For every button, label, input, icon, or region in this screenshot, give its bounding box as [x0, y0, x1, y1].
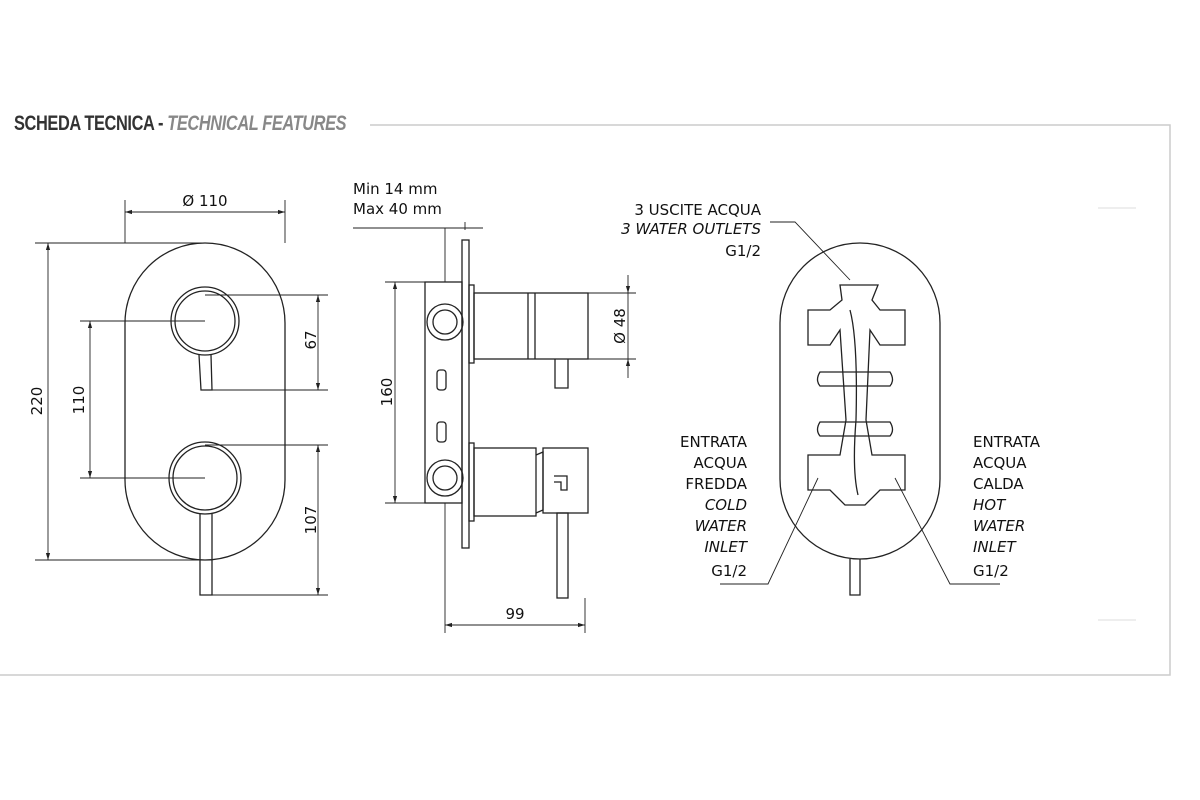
rear-view: 3 USCITE ACQUA 3 WATER OUTLETS G1/2 ENTR…	[621, 201, 1041, 596]
cold-line-7: G1/2	[711, 562, 747, 580]
cold-line-1: ENTRATA	[680, 433, 748, 451]
side-depth-label: 99	[505, 605, 524, 623]
cold-line-5: WATER	[695, 517, 747, 535]
front-view: Ø 110 220 110 67 107	[28, 192, 328, 596]
min-depth-label: Min 14 mm	[353, 180, 437, 198]
cold-inlet-label: ENTRATA ACQUA FREDDA COLD WATER INLET G1…	[680, 433, 749, 580]
hot-inlet-label: ENTRATA ACQUA CALDA HOT WATER INLET G1/2	[973, 433, 1041, 580]
hot-line-5: WATER	[973, 517, 1025, 535]
title-separator: -	[158, 112, 164, 135]
front-diameter-label: Ø 110	[182, 192, 227, 210]
hot-line-6: INLET	[973, 538, 1017, 556]
outlets-thread: G1/2	[725, 242, 761, 260]
outlets-label-en: 3 WATER OUTLETS	[621, 220, 761, 238]
bottom-dim-label: 107	[302, 506, 320, 535]
hot-line-1: ENTRATA	[973, 433, 1041, 451]
page-title: SCHEDA TECNICA - TECHNICAL FEATURES	[14, 112, 347, 136]
cold-line-6: INLET	[704, 538, 748, 556]
top-dim-label: 67	[302, 330, 320, 349]
hot-line-4: HOT	[973, 496, 1007, 514]
cold-line-4: COLD	[705, 496, 747, 514]
side-diameter-label: Ø 48	[611, 308, 629, 344]
hot-line-2: ACQUA	[973, 454, 1027, 472]
frame	[0, 124, 1171, 676]
cold-line-2: ACQUA	[693, 454, 747, 472]
hot-line-7: G1/2	[973, 562, 1009, 580]
title-italian: SCHEDA TECNICA	[14, 112, 154, 135]
max-depth-label: Max 40 mm	[353, 200, 442, 218]
front-height-label: 220	[28, 387, 46, 416]
title-english: TECHNICAL FEATURES	[167, 112, 347, 135]
knob-spacing-label: 110	[70, 386, 88, 415]
outlets-label-it: 3 USCITE ACQUA	[634, 201, 761, 219]
hot-line-3: CALDA	[973, 475, 1024, 493]
side-view: Min 14 mm Max 40 mm 160 Ø 48 99	[353, 180, 636, 633]
side-height-label: 160	[378, 378, 396, 407]
cold-line-3: FREDDA	[685, 475, 747, 493]
